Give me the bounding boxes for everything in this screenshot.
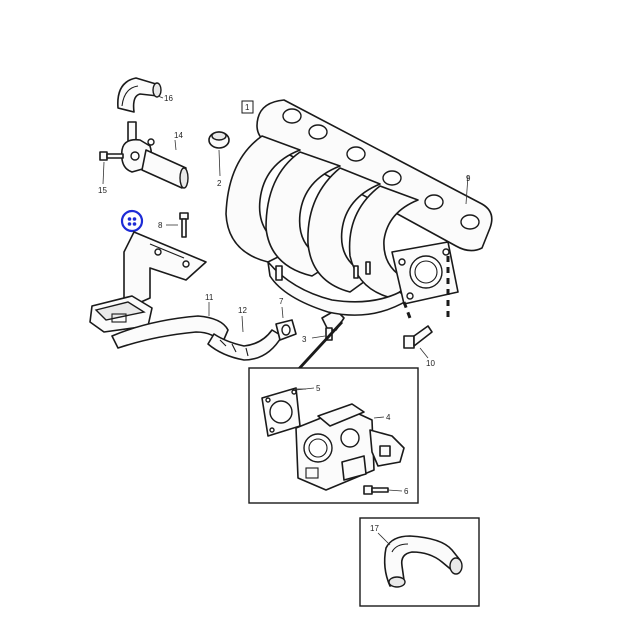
hose-11-part[interactable] — [111, 315, 229, 349]
callout-6b: 6 — [404, 487, 409, 496]
callout-8: 8 — [158, 221, 163, 230]
callout-16: 16 — [164, 94, 173, 103]
callout-17: 17 — [370, 524, 379, 533]
callout-2: 2 — [217, 179, 222, 188]
callout-5a: 5 — [316, 384, 321, 393]
highlight-circle[interactable] — [120, 209, 144, 233]
callout-4: 4 — [386, 413, 391, 422]
sleeve-7-part[interactable] — [275, 319, 297, 341]
bolt-15-part[interactable] — [99, 151, 124, 161]
callout-14: 14 — [174, 131, 183, 140]
callout-15: 15 — [98, 186, 107, 195]
bracket-part[interactable] — [89, 231, 207, 333]
callout-11: 11 — [205, 293, 214, 302]
callout-1: 1 — [245, 103, 250, 112]
callout-7: 7 — [279, 297, 284, 306]
intake-manifold-part[interactable] — [225, 99, 493, 316]
bolt-6-detail-part[interactable] — [363, 485, 389, 495]
elbow-hose-part[interactable] — [117, 77, 162, 113]
bolt-10-part[interactable] — [403, 325, 433, 349]
throttle-body-part[interactable] — [295, 403, 405, 491]
callout-3: 3 — [302, 335, 307, 344]
bolt-8-part[interactable] — [179, 212, 189, 238]
cap-2-part[interactable] — [208, 131, 230, 149]
callout-12: 12 — [238, 306, 247, 315]
callout-9: 9 — [466, 174, 471, 183]
callout-10: 10 — [426, 359, 435, 368]
hose-17-part[interactable] — [383, 535, 463, 588]
valve-part[interactable] — [120, 121, 189, 189]
